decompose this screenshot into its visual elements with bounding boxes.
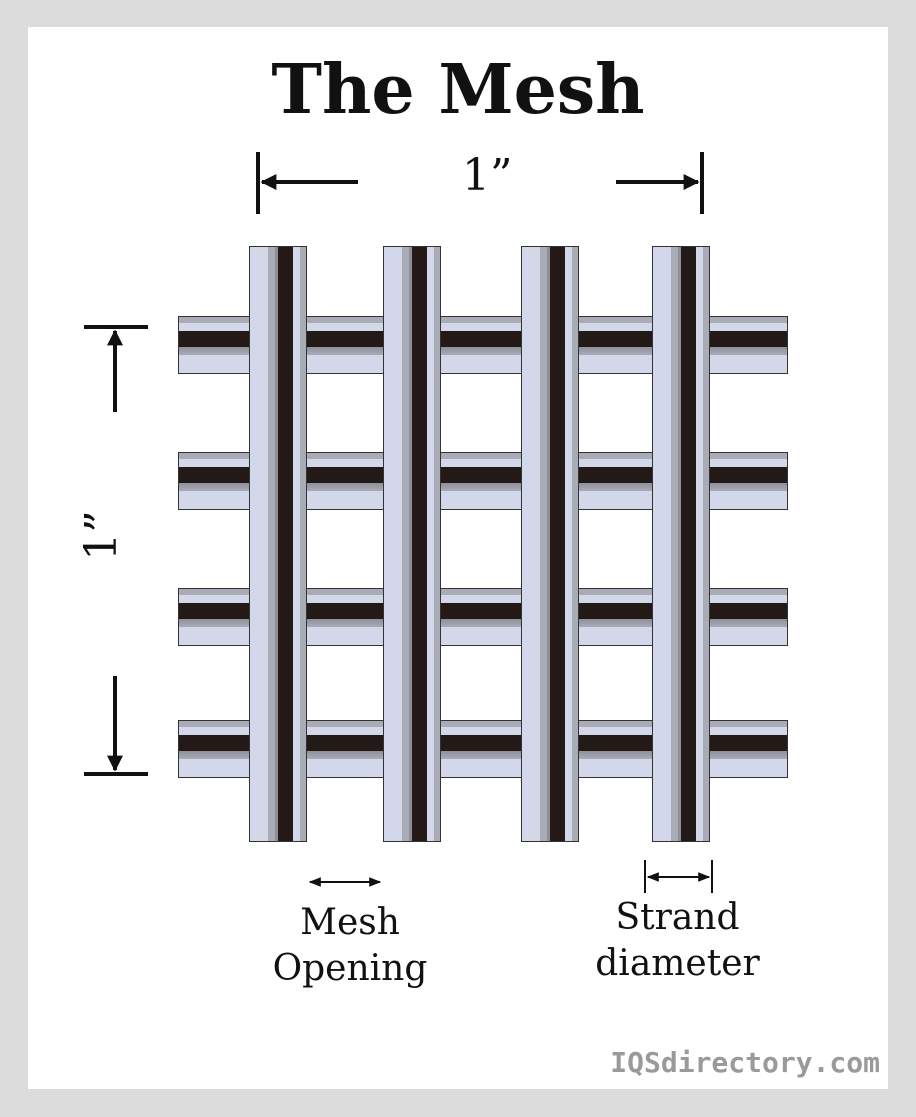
label-line: diameter bbox=[595, 943, 760, 984]
diagram-panel bbox=[28, 27, 888, 1089]
strand-diameter-label: Strand diameter bbox=[585, 895, 770, 987]
vertical-strand bbox=[249, 246, 307, 842]
vertical-strand bbox=[521, 246, 579, 842]
diagram-title: The Mesh bbox=[271, 50, 645, 130]
label-line: Mesh bbox=[300, 902, 400, 943]
watermark: IQSdirectory.com bbox=[610, 1046, 880, 1079]
horizontal-dimension-label: 1” bbox=[462, 150, 513, 201]
mesh-opening-label: Mesh Opening bbox=[260, 900, 440, 992]
vertical-strand bbox=[652, 246, 710, 842]
vertical-strand bbox=[383, 246, 441, 842]
label-line: Opening bbox=[272, 948, 428, 989]
label-line: Strand bbox=[615, 897, 740, 938]
vertical-dimension-label: 1” bbox=[75, 510, 127, 561]
